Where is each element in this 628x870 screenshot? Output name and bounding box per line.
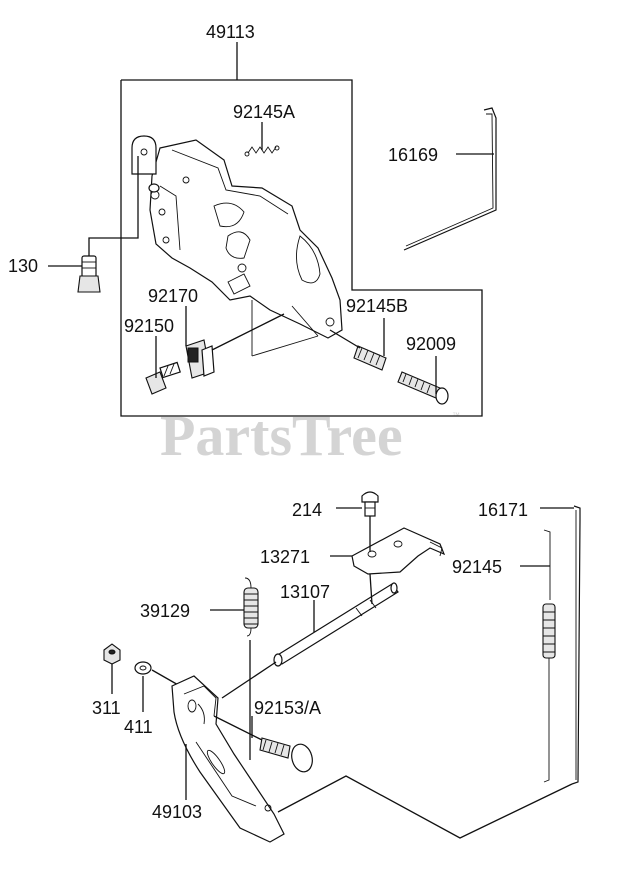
shaft-13107-part: [273, 582, 399, 667]
label-16171: 16171: [478, 500, 528, 520]
pin-guide-line: [213, 715, 263, 741]
plate-13271-part: [351, 527, 446, 575]
label-49103: 49103: [152, 802, 202, 822]
label-92145b: 92145B: [346, 296, 408, 316]
rod-connection-line: [277, 775, 573, 839]
shaft-guide-line: [369, 573, 373, 605]
watermark-text: PartsTree: [160, 403, 403, 468]
label-49113: 49113: [206, 22, 255, 42]
label-92170: 92170: [148, 286, 198, 306]
rod-16171-part: [571, 505, 581, 785]
label-311: 311: [92, 698, 121, 718]
assembly-49113-outline: [120, 42, 483, 417]
label-13107: 13107: [280, 582, 330, 602]
label-92009: 92009: [406, 334, 456, 354]
screw-214-part: [361, 491, 379, 517]
lever-49103-part: [171, 675, 285, 843]
rod-16169-part: [403, 107, 497, 251]
label-92145a: 92145A: [233, 102, 295, 122]
shaft-to-lever-line: [221, 661, 277, 699]
spring-39129-part: [243, 577, 259, 637]
label-92150: 92150: [124, 316, 174, 336]
bolt-130-part: [77, 255, 101, 293]
label-92145: 92145: [452, 557, 502, 577]
bolt-92150-part: [145, 361, 181, 395]
pin-92153a-part: [259, 737, 313, 773]
spring-92145b-part: [353, 345, 387, 371]
control-plate-part: [149, 139, 343, 357]
label-214: 214: [292, 500, 322, 520]
label-411: 411: [124, 717, 153, 737]
spring-guide-line: [329, 329, 361, 349]
clip-guide-line: [211, 313, 285, 351]
label-39129: 39129: [140, 601, 190, 621]
spring-92145-part: [542, 529, 556, 783]
label-92153a: 92153/A: [254, 698, 321, 718]
nut-311-part: [103, 643, 121, 665]
screw-92009-part: [397, 371, 449, 405]
label-130: 130: [8, 256, 38, 276]
label-13271: 13271: [260, 547, 310, 567]
bracket-tab-part: [131, 135, 160, 193]
clip-92170-part: [185, 339, 215, 379]
washer-guide-line: [151, 669, 181, 687]
washer-411-part: [134, 661, 152, 675]
label-16169: 16169: [388, 145, 438, 165]
leader-130-to-bracket: [88, 156, 139, 256]
